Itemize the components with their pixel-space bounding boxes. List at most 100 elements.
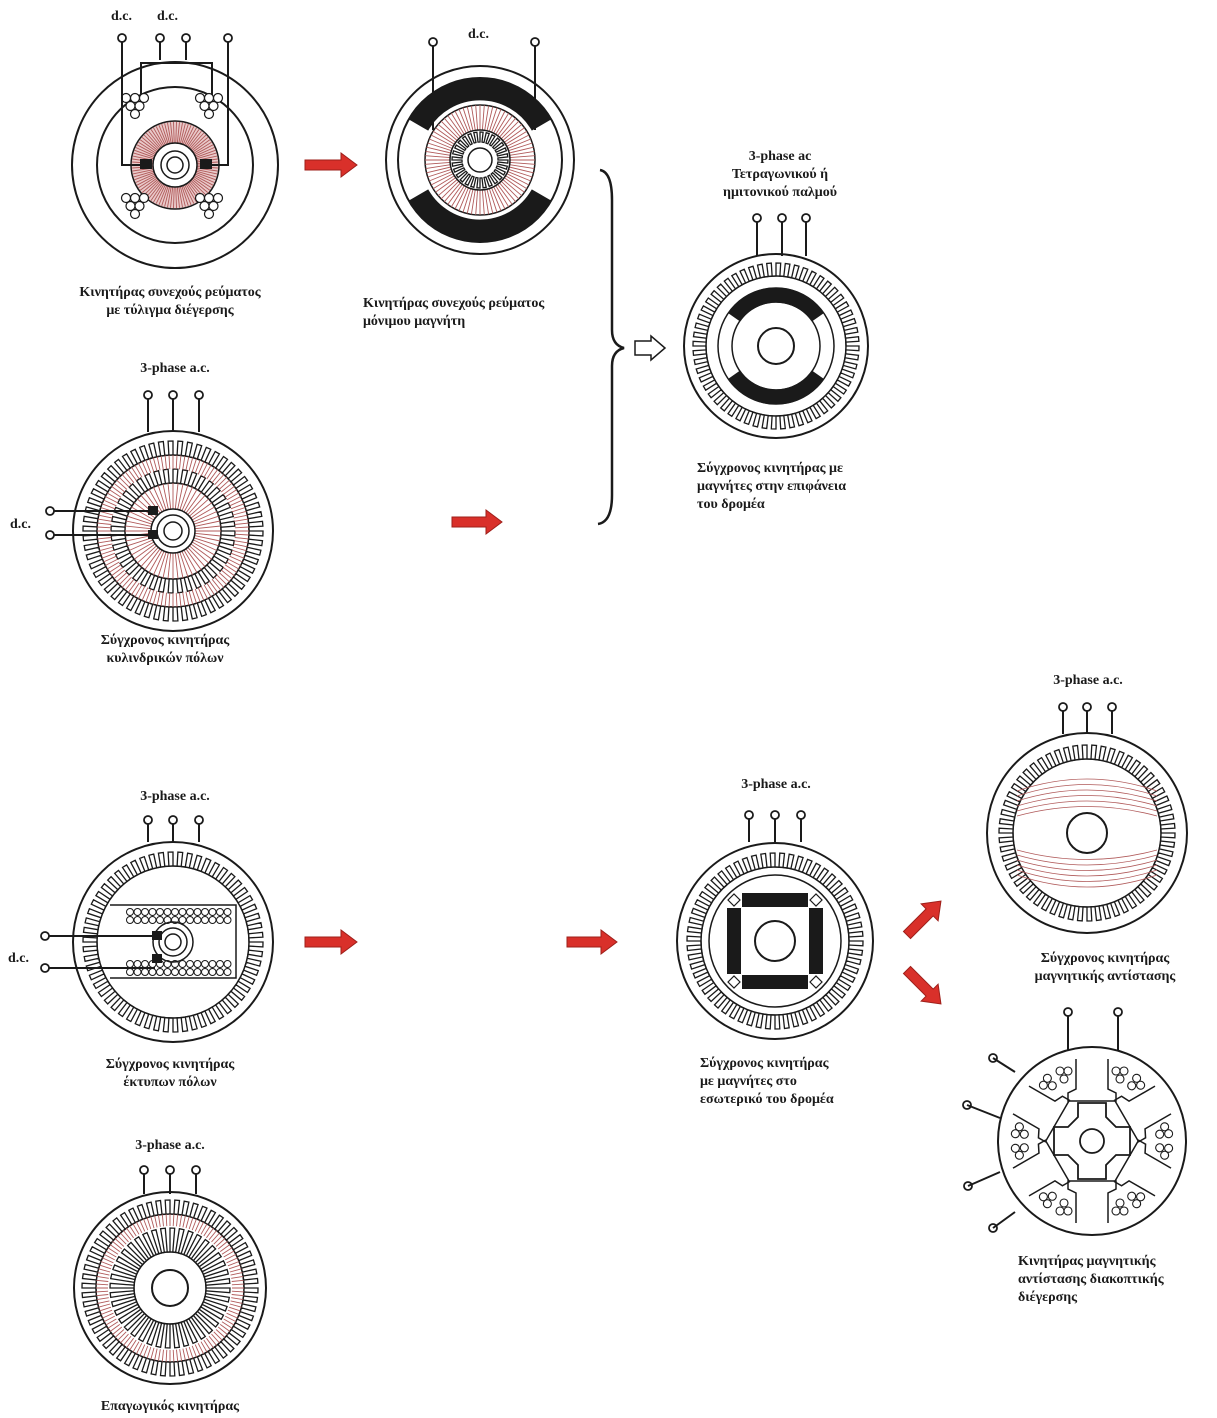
red-arrow-icon	[902, 965, 942, 1005]
caption-line: αντίστασης διακοπτικής	[1018, 1272, 1164, 1287]
caption-line: Σύγχρονος κινητήρας	[700, 1056, 829, 1071]
arrow-shape	[451, 509, 503, 535]
coil-conductor	[216, 960, 224, 968]
arrow-shape	[902, 900, 942, 940]
coil-conductor	[1059, 1074, 1069, 1084]
coil-conductor	[208, 968, 217, 976]
coil-conductor	[126, 968, 134, 976]
flux-barrier	[727, 893, 741, 907]
coil-conductor	[1019, 1129, 1029, 1139]
dc-terminal-label: d.c.	[10, 517, 31, 532]
magnet-pole	[742, 975, 808, 989]
terminal-icon	[168, 390, 178, 400]
coil-conductor	[141, 916, 149, 924]
coil-conductor	[223, 968, 232, 976]
brush	[148, 530, 158, 539]
coil-conductor	[1038, 1192, 1048, 1202]
coil-conductor	[1014, 1150, 1024, 1160]
stator-pole-outline	[1012, 1085, 1071, 1143]
coil-conductor	[1059, 1198, 1069, 1208]
srm-rotor	[1053, 1102, 1131, 1180]
caption-line: διέγερσης	[1018, 1290, 1078, 1305]
terminal-icon	[777, 213, 787, 223]
coil-conductor	[1136, 1192, 1146, 1202]
coil-conductor	[1136, 1080, 1146, 1090]
coil-conductor	[212, 192, 224, 204]
surface-pm-synchronous-motor	[683, 213, 869, 439]
terminal-lead	[967, 1171, 1001, 1187]
ac-supply-label: 3-phase a.c.	[741, 777, 811, 792]
coil-conductor	[1063, 1066, 1073, 1076]
terminal-icon	[191, 1165, 201, 1175]
flux-barrier-line	[1016, 874, 1158, 888]
caption-reluctance-motor: Σύγχρονος κινητήρας μαγνητικής αντίσταση…	[1005, 950, 1205, 986]
coil-conductor	[178, 908, 187, 916]
flux-barrier-line	[1016, 800, 1158, 812]
red-arrow-icon	[566, 929, 618, 955]
coil-conductor	[193, 968, 202, 976]
magnet-pole	[408, 77, 552, 131]
terminal-icon	[143, 390, 153, 400]
caption-salient-motor: Σύγχρονος κινητήρας έκτυπων πόλων	[60, 1056, 280, 1092]
coil-conductor	[133, 968, 142, 976]
flux-barrier	[809, 975, 823, 989]
interior-pm-synchronous-motor	[676, 810, 874, 1040]
coil-conductor	[129, 108, 141, 120]
coil-conductor	[216, 968, 224, 976]
switched-reluctance-motor	[962, 1007, 1187, 1236]
stator-pole	[1010, 1139, 1071, 1209]
terminal-icon	[1107, 702, 1117, 712]
flux-barrier-line	[1016, 778, 1158, 792]
coil-conductor	[1115, 1198, 1125, 1208]
field-lead	[210, 60, 229, 166]
coil-conductor	[134, 100, 145, 112]
brush	[148, 506, 158, 515]
terminal-icon	[194, 390, 204, 400]
flux-barrier-line	[1016, 789, 1158, 802]
reluctance-synchronous-motor	[986, 702, 1188, 934]
terminal-lead	[992, 1211, 1016, 1229]
terminal-icon	[223, 33, 233, 43]
stator-pole-outline	[1067, 1059, 1117, 1102]
arrow-shape	[304, 929, 358, 955]
coil-conductor	[156, 916, 164, 924]
caption-line: μόνιμου μαγνήτη	[363, 314, 466, 329]
coil-conductor	[178, 968, 187, 976]
stator-slot-teeth	[109, 1227, 231, 1349]
winding-hatch	[97, 455, 249, 607]
caption-line: έκτυπων πόλων	[123, 1075, 217, 1090]
brush	[152, 954, 162, 963]
terminal-icon	[428, 37, 438, 47]
terminal-icon	[45, 506, 55, 516]
stator-pole-outline	[1067, 1180, 1117, 1223]
coil-conductor	[1111, 1206, 1121, 1216]
caption-line: κυλινδρικών πόλων	[106, 651, 224, 666]
magnet-pole	[727, 908, 741, 974]
caption-line: Κινητήρας μαγνητικής	[1018, 1254, 1156, 1269]
outline-arrow-icon	[634, 334, 667, 362]
ac-supply-label: 3-phase ac Τετραγωνικού ή ημιτονικού παλ…	[690, 148, 870, 202]
coil-conductor	[1010, 1143, 1020, 1153]
coil-conductor	[223, 908, 232, 916]
coil-conductor	[186, 916, 194, 924]
coil-conductor	[186, 968, 194, 976]
coil-conductor	[201, 968, 209, 976]
ac-supply-label: 3-phase a.c.	[140, 361, 210, 376]
coil-conductor	[1014, 1122, 1024, 1132]
magnet-pole	[742, 893, 808, 907]
coil-conductor	[216, 908, 224, 916]
magnet-pole	[727, 287, 825, 322]
coil-conductor	[1164, 1143, 1174, 1153]
terminal-icon	[1063, 1007, 1073, 1017]
coil-conductor	[186, 960, 194, 968]
terminal-icon	[796, 810, 806, 820]
coil-conductor	[193, 916, 202, 924]
brush	[152, 931, 162, 940]
ac-supply-label: 3-phase a.c.	[140, 789, 210, 804]
coil-conductor	[129, 208, 141, 220]
ac-supply-label: 3-phase a.c.	[135, 1138, 205, 1153]
magnet-pole	[809, 908, 823, 974]
terminal-icon	[45, 530, 55, 540]
coil-conductor	[1155, 1143, 1165, 1153]
